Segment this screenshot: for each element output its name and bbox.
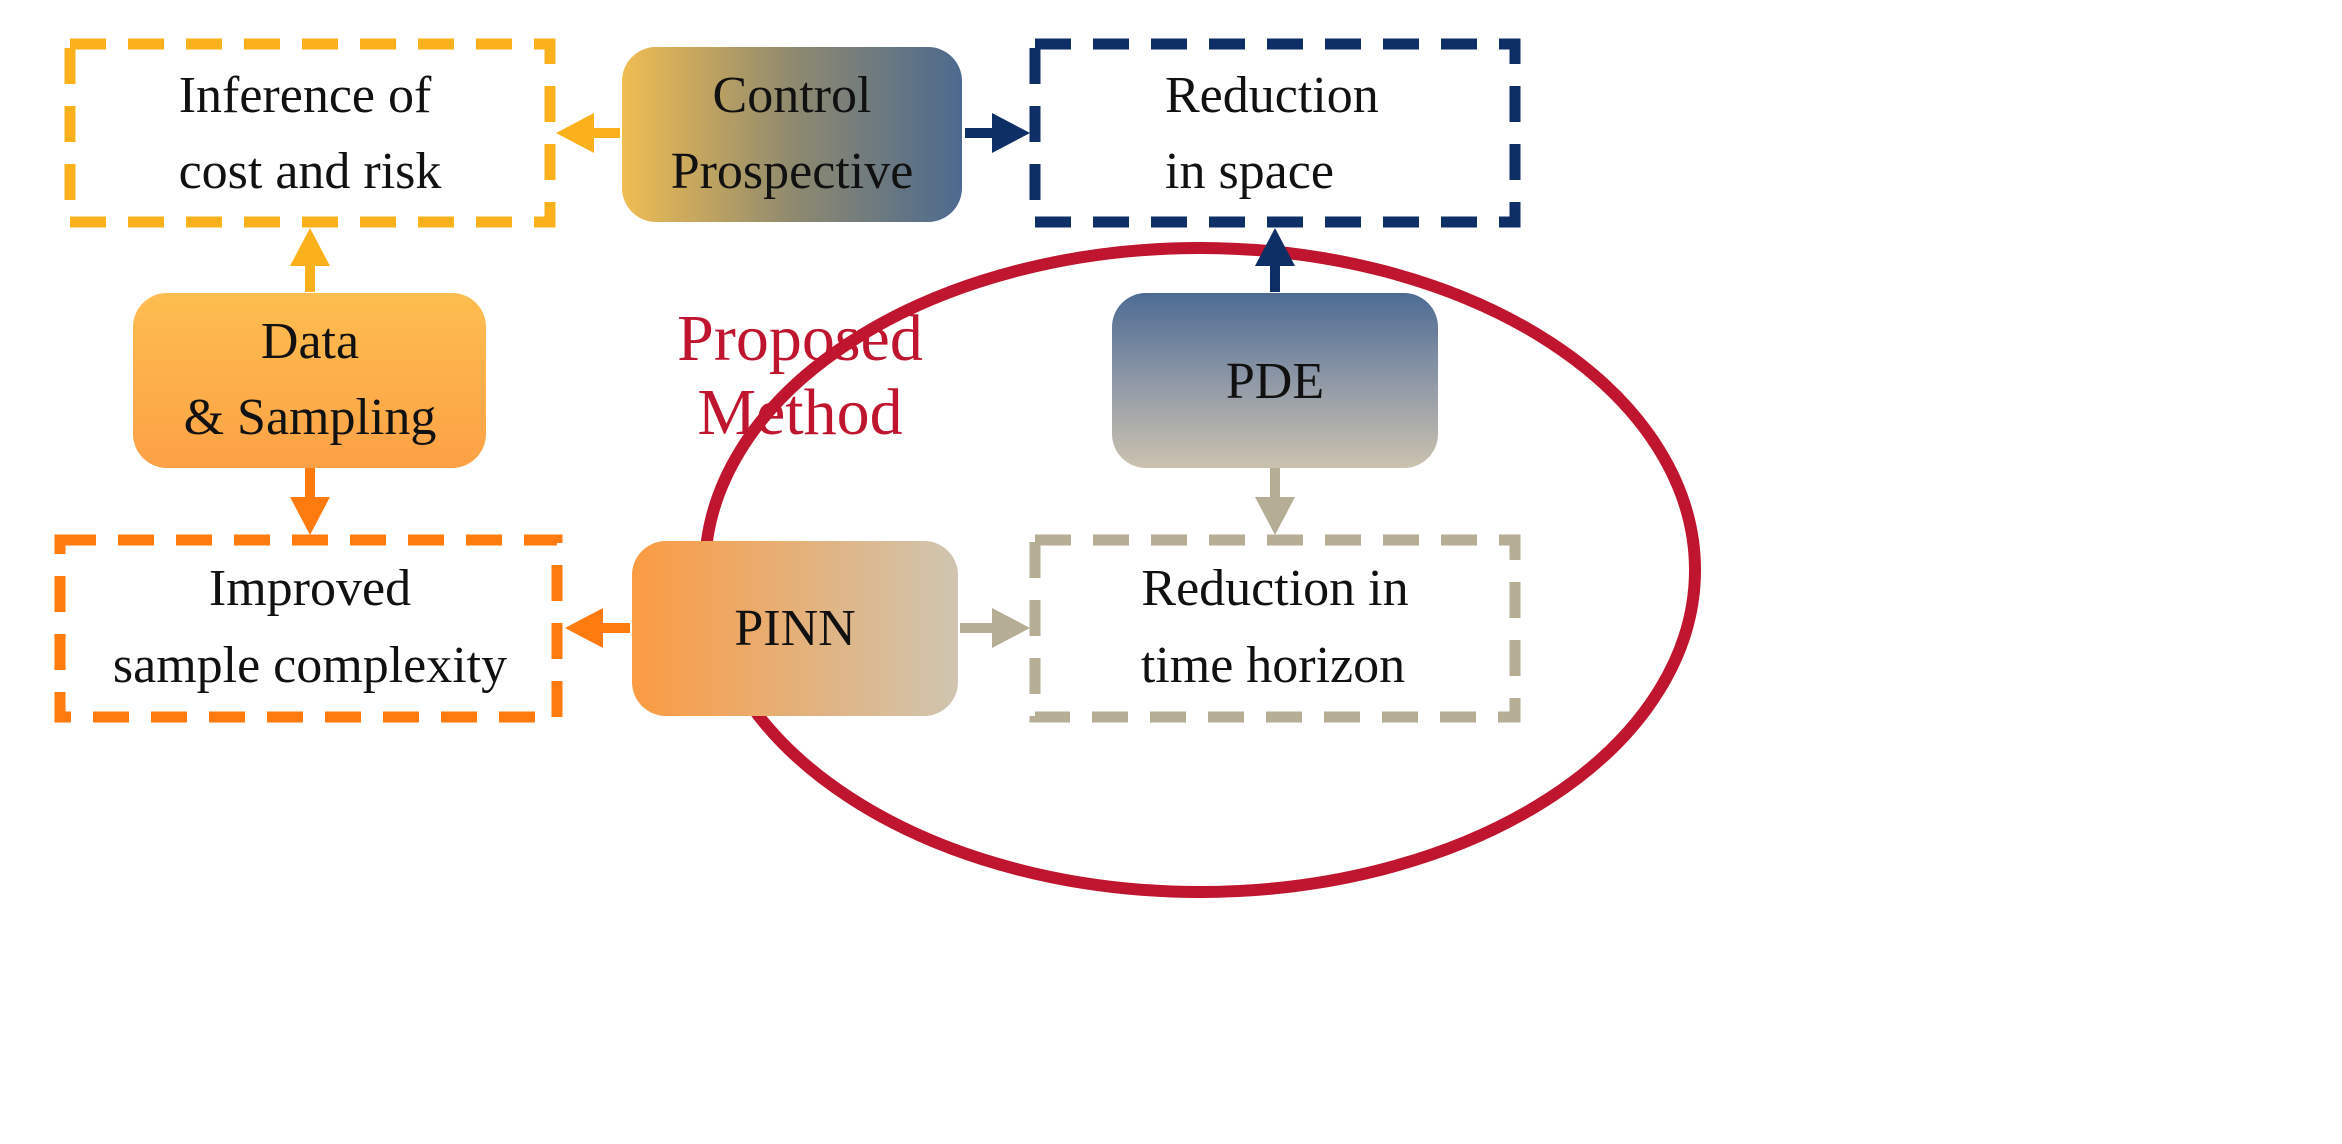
outcome-sample-line2: sample complexity [113, 637, 507, 694]
outcome-horizon-line2: time horizon [1141, 637, 1405, 694]
arrow-pde-to-space [1255, 228, 1295, 266]
outcome-box-inference [64, 38, 556, 228]
arrow-data-to-sample [290, 497, 330, 535]
outcome-space-line2: in space [1165, 143, 1334, 200]
node-data-line1: Data [261, 313, 359, 370]
node-pinn-label: PINN [734, 600, 855, 657]
node-control-line1: Control [713, 67, 872, 124]
arrow-data-to-inference [290, 228, 330, 266]
outcome-box-sample [54, 534, 563, 723]
node-data-sampling [133, 293, 486, 468]
center-title-line2: Method [697, 376, 902, 449]
outcome-box-space [1029, 38, 1521, 228]
node-pde-label: PDE [1226, 353, 1324, 410]
node-pinn [632, 541, 958, 716]
arrow-pinn-to-horizon [992, 608, 1030, 648]
arrow-to-inference [556, 113, 594, 153]
arrow-pde-to-horizon [1255, 497, 1295, 535]
node-control-line2: Prospective [671, 143, 914, 200]
node-data-line2: & Sampling [184, 389, 437, 446]
outcome-box-horizon [1029, 534, 1521, 723]
outcome-inference-line1: Inference of [179, 67, 432, 124]
arrow-pinn-to-sample [565, 608, 603, 648]
arrow-to-space [992, 113, 1030, 153]
node-control-prospective [622, 47, 962, 222]
outcome-space-line1: Reduction [1165, 67, 1379, 124]
outcome-horizon-line1: Reduction in [1141, 560, 1408, 617]
node-pde [1112, 293, 1438, 468]
outcome-sample-line1: Improved [209, 560, 411, 617]
outcome-inference-line2: cost and risk [179, 143, 442, 200]
center-title-line1: Proposed [677, 302, 923, 375]
